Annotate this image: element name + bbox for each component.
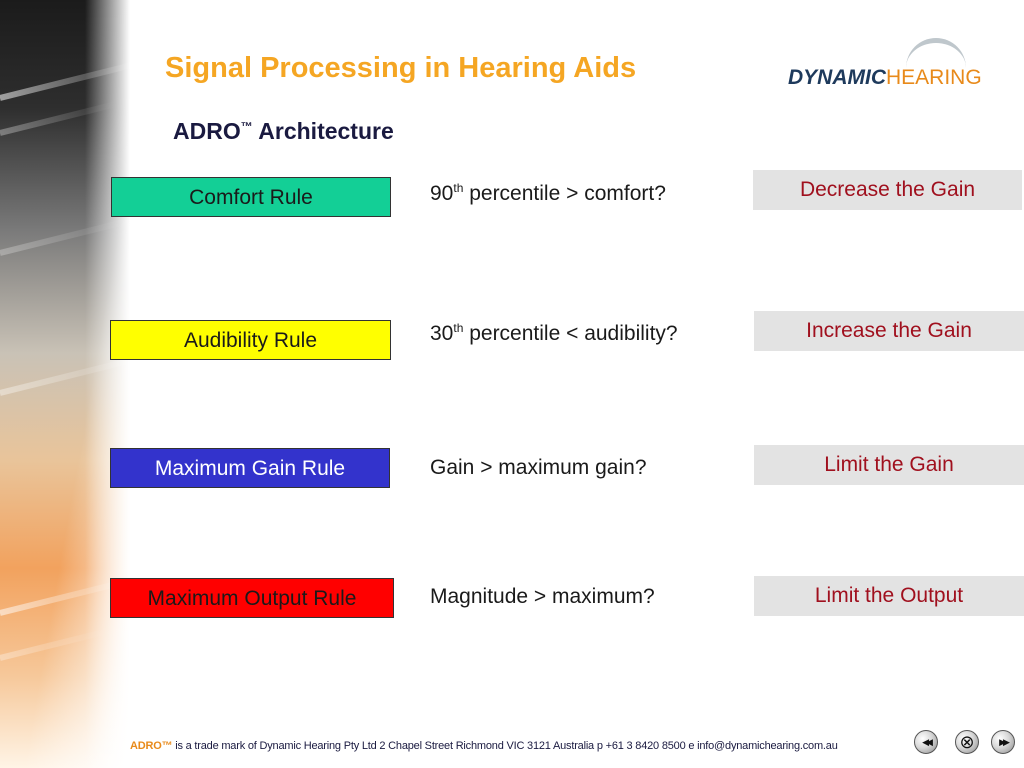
maximum-gain-condition: Gain > maximum gain? (430, 456, 647, 479)
logo-text: DYNAMICHEARING (788, 66, 982, 90)
logo-text-dynamic: DYNAMIC (788, 66, 886, 89)
footer-text: ADRO™ is a trade mark of Dynamic Hearing… (130, 740, 838, 752)
close-slideshow-button[interactable]: ⊗ (955, 730, 979, 754)
next-slide-button[interactable]: ▶▶ (991, 730, 1015, 754)
logo-text-hearing: HEARING (886, 66, 982, 89)
previous-slide-button[interactable]: ◀◀ (914, 730, 938, 754)
rewind-icon: ◀◀ (922, 736, 933, 747)
subtitle-rest: Architecture (252, 118, 394, 144)
subtitle-main: ADRO (173, 118, 241, 144)
limit-output-action: Limit the Output (754, 576, 1024, 616)
maximum-gain-rule-box: Maximum Gain Rule (110, 448, 390, 488)
slide-title: Signal Processing in Hearing Aids (165, 52, 637, 84)
condition-ordinal: th (453, 321, 464, 335)
condition-number: 30 (430, 322, 454, 345)
increase-gain-action: Increase the Gain (754, 311, 1024, 351)
comfort-rule-box: Comfort Rule (111, 177, 391, 217)
audibility-rule-box: Audibility Rule (110, 320, 391, 360)
footer-brand: ADRO™ (130, 740, 173, 752)
maximum-output-condition: Magnitude > maximum? (430, 585, 655, 608)
condition-ordinal: th (453, 181, 464, 195)
footer-contact: is a trade mark of Dynamic Hearing Pty L… (172, 740, 838, 752)
audibility-condition: 30th percentile < audibility? (430, 321, 678, 346)
side-decoration (0, 0, 147, 768)
logo-swoosh-icon (906, 38, 966, 73)
fast-forward-icon: ▶▶ (999, 736, 1010, 747)
decrease-gain-action: Decrease the Gain (753, 170, 1022, 210)
dynamic-hearing-logo: DYNAMICHEARING (788, 38, 998, 98)
close-icon: ⊗ (959, 732, 975, 752)
limit-gain-action: Limit the Gain (754, 445, 1024, 485)
maximum-output-rule-box: Maximum Output Rule (110, 578, 394, 618)
condition-text: percentile < audibility? (463, 322, 678, 345)
side-fade (85, 0, 130, 768)
slide-subtitle: ADRO™ Architecture (173, 118, 394, 145)
condition-number: 90 (430, 182, 454, 205)
comfort-condition: 90th percentile > comfort? (430, 181, 666, 206)
trademark-symbol: ™ (240, 119, 253, 134)
condition-text: percentile > comfort? (463, 182, 666, 205)
